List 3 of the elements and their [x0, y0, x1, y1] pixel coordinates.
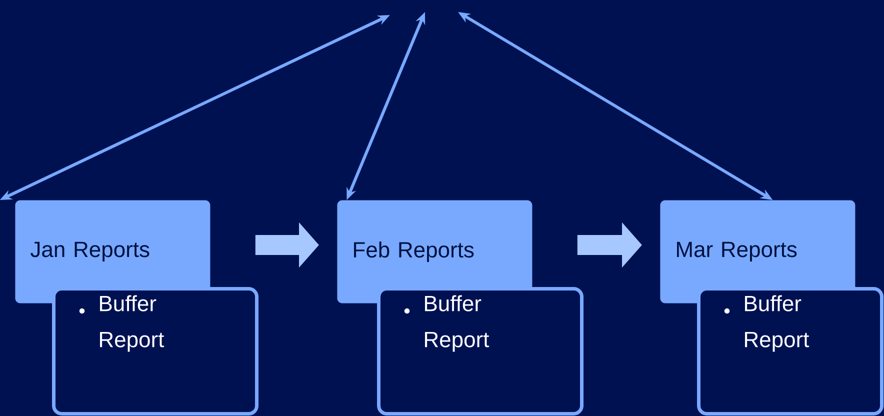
buffer-box [52, 287, 258, 416]
buffer-box [697, 287, 884, 416]
buffer-box [377, 287, 584, 416]
